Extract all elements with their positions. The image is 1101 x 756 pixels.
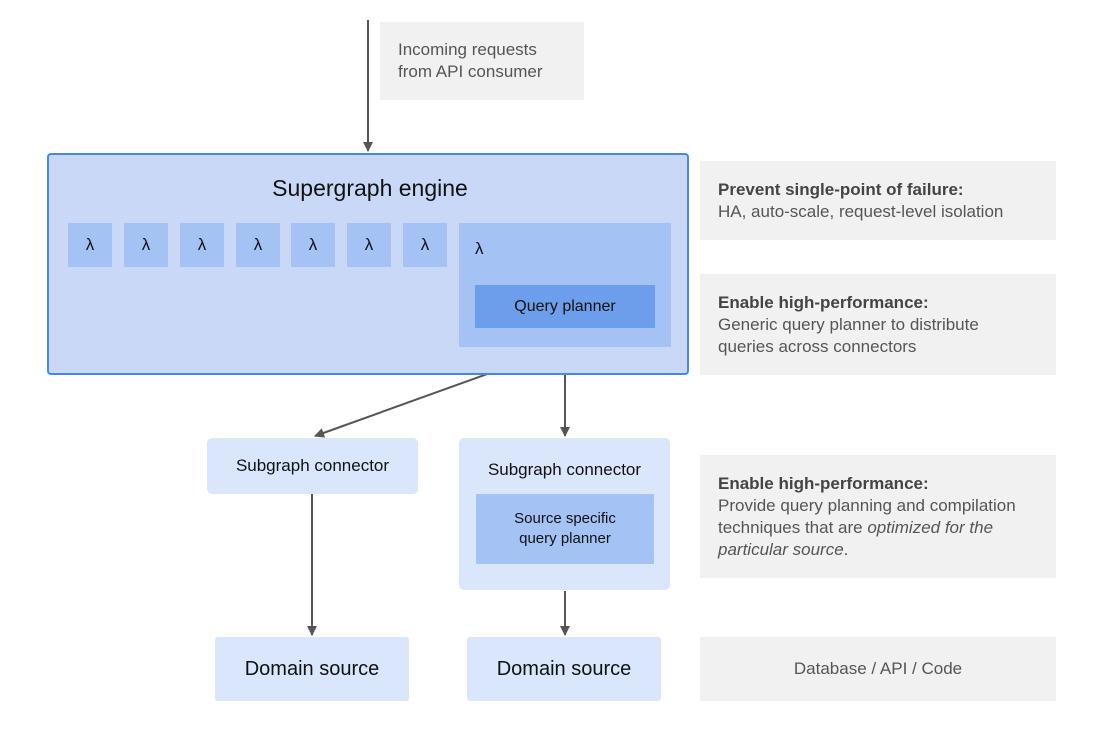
connector-right-label: Subgraph connector — [487, 460, 642, 479]
query-planner: Query planner — [475, 285, 655, 328]
lambda-box: λ — [291, 223, 335, 267]
planner-lambda: λ — [475, 239, 484, 258]
domain-source-right: Domain source — [467, 637, 661, 701]
note-perf2-body-end: . — [843, 539, 849, 559]
lambda-box: λ — [403, 223, 447, 267]
incoming-line2: from API consumer — [398, 62, 543, 81]
note-high-performance-connector: Enable high-performance: Provide query p… — [700, 455, 1056, 578]
subgraph-connector-left: Subgraph connector — [207, 438, 418, 494]
connector-left-label: Subgraph connector — [235, 456, 390, 475]
lambda-box: λ — [347, 223, 391, 267]
note-failure-body: HA, auto-scale, request-level isolation — [718, 201, 1004, 221]
note-perf2-body: Provide query planning and compilation t… — [718, 495, 1016, 537]
source-planner-line2: query planner — [519, 530, 611, 547]
lambda-box: λ — [68, 223, 112, 267]
note-database-api-code: Database / API / Code — [700, 637, 1056, 701]
domain-source-left: Domain source — [215, 637, 409, 701]
note-failure-heading: Prevent single-point of failure: — [718, 179, 964, 199]
domain-source-left-label: Domain source — [244, 657, 380, 680]
source-specific-query-planner: Source specific query planner — [476, 494, 654, 564]
subgraph-connector-right: Subgraph connector Source specific query… — [459, 438, 670, 590]
lambda-box: λ — [180, 223, 224, 267]
note-single-point-failure: Prevent single-point of failure: HA, aut… — [700, 161, 1056, 240]
source-planner-line1: Source specific — [514, 510, 616, 527]
engine-title: Supergraph engine — [272, 175, 468, 201]
lambda-box: λ — [236, 223, 280, 267]
supergraph-engine: Supergraph engine λ λ λ λ λ λ λ λ Query … — [47, 153, 689, 375]
note-perf1-heading: Enable high-performance: — [718, 292, 929, 312]
incoming-line1: Incoming requests — [398, 40, 537, 59]
note-perf1-body: Generic query planner to distribute quer… — [718, 314, 979, 356]
incoming-requests-note: Incoming requests from API consumer — [380, 22, 584, 100]
note-perf2-body-italic: optimized for the particular source — [718, 517, 994, 559]
note-high-performance-engine: Enable high-performance: Generic query p… — [700, 274, 1056, 375]
note-db-label: Database / API / Code — [793, 659, 963, 678]
lambda-box: λ — [124, 223, 168, 267]
domain-source-right-label: Domain source — [496, 657, 632, 680]
note-perf2-heading: Enable high-performance: — [718, 473, 929, 493]
lambda-planner-box: λ Query planner — [459, 223, 671, 347]
